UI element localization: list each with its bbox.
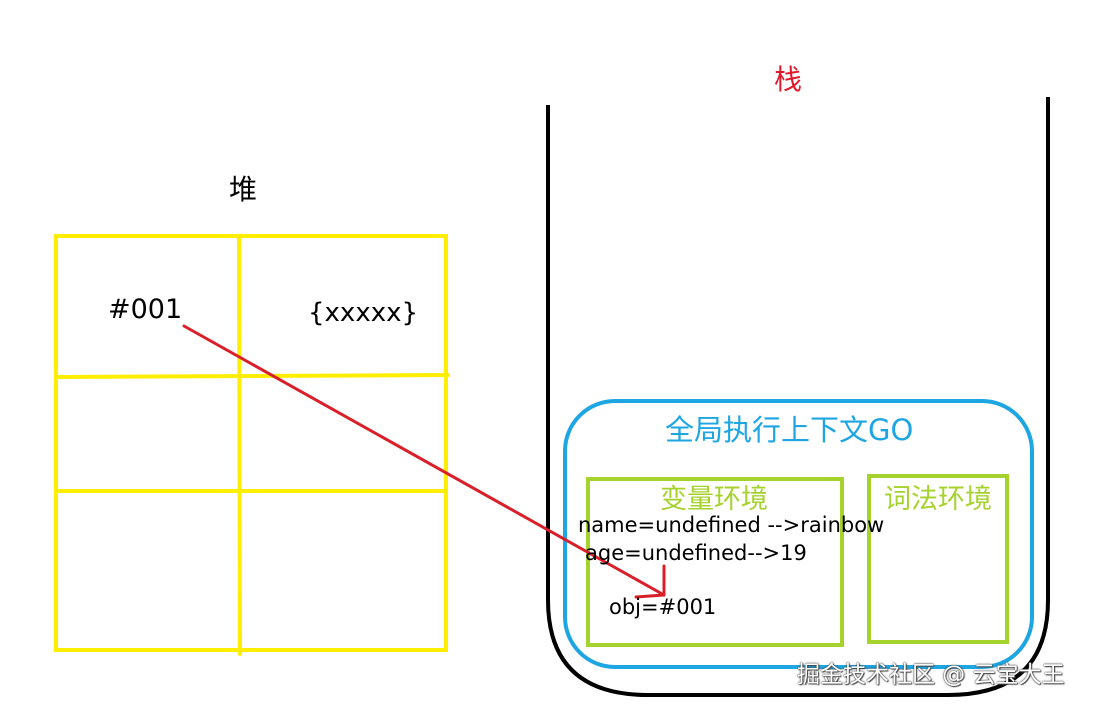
variable-obj-line: obj=#001	[609, 595, 717, 619]
heap-col-divider	[237, 235, 242, 656]
variable-age-line: age=undefined-->19	[585, 541, 807, 565]
heap-border	[54, 234, 448, 652]
arrow-head	[634, 564, 666, 599]
variable-env-box	[586, 477, 844, 647]
heap-address: #001	[108, 294, 183, 325]
heap-row-divider-1	[54, 373, 450, 379]
heap-grid	[54, 234, 450, 656]
watermark: 掘金技术社区 @ 云宝大王	[797, 662, 1065, 688]
variable-name-line: name=undefined -->rainbow	[578, 513, 885, 537]
lexical-env-title: 词法环境	[884, 484, 992, 515]
reference-arrow	[182, 324, 666, 599]
lexical-env-box	[867, 474, 1009, 644]
global-context-title: 全局执行上下文GO	[665, 413, 914, 447]
heap-title: 堆	[229, 173, 258, 206]
global-context-box	[563, 399, 1034, 669]
arrow-shaft	[182, 324, 666, 597]
heap-object: {xxxxx}	[308, 298, 419, 328]
stack-container	[546, 97, 1050, 697]
variable-env-title: 变量环境	[660, 484, 768, 515]
stack-title: 栈	[774, 63, 803, 96]
